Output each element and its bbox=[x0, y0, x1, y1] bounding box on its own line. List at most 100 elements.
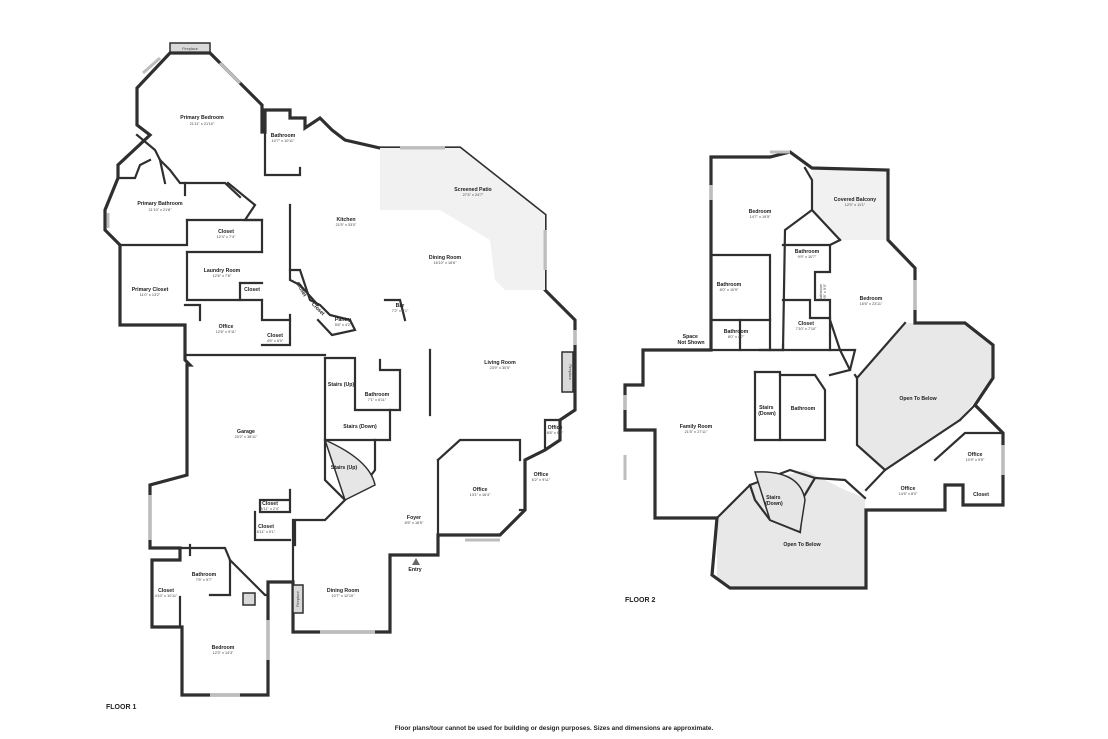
laundry-room-dim: 12'6" x 7'6" bbox=[213, 274, 232, 278]
floor-1-labels: Fireplace Primary Bedroom 21'11" x 21'10… bbox=[106, 47, 572, 711]
closet-7-dim: 7'10" x 7'10" bbox=[796, 327, 817, 331]
closet-1-label: Closet bbox=[218, 229, 234, 235]
space-not-shown-label: Space Not Shown bbox=[677, 334, 704, 346]
stairs-down-3-label: Stairs (Down) bbox=[765, 495, 783, 507]
floor-1-interior-walls bbox=[116, 130, 562, 629]
family-room-label: Family Room bbox=[680, 424, 713, 430]
screened-patio-dim: 27'4" x 24'7" bbox=[463, 193, 484, 197]
office-4-label: Office bbox=[473, 487, 488, 493]
bar-label: Bar bbox=[396, 303, 405, 309]
primary-closet-label: Primary Closet bbox=[132, 287, 169, 293]
office-6-dim: 14'5" x 8'0" bbox=[899, 492, 918, 496]
closet-6-label: Closet bbox=[158, 588, 174, 594]
covered-balcony-dim: 12'0" x 11'1" bbox=[845, 203, 866, 207]
fireplace-top-label: Fireplace bbox=[182, 47, 198, 51]
stairs-down-3-line-1: Stairs bbox=[766, 495, 781, 501]
pantry-dim: 5'6" x 4'2" bbox=[335, 323, 352, 327]
closet-3-label: Closet bbox=[267, 333, 283, 339]
foyer-dim: 8'5" x 16'5" bbox=[405, 521, 424, 525]
open-to-below-1-label: Open To Below bbox=[899, 396, 937, 402]
stairs-up-1-label: Stairs (Up) bbox=[328, 382, 355, 388]
bathroom-8-label: Bathroom bbox=[791, 406, 816, 412]
office-5-label: Office bbox=[968, 452, 983, 458]
floor-1-outer-wall bbox=[103, 51, 577, 697]
stairs-down-curve bbox=[753, 471, 806, 534]
office-6-label: Office bbox=[901, 486, 916, 492]
screened-patio-label: Screened Patio bbox=[454, 187, 491, 193]
entry-label: Entry bbox=[408, 567, 421, 573]
closet-8-label: Closet bbox=[973, 492, 989, 498]
primary-closet-dim: 11'0" x 13'2" bbox=[140, 293, 161, 297]
entry-arrow-icon bbox=[412, 558, 420, 565]
closet-5-label: Closet bbox=[258, 524, 274, 530]
bathroom-7-label: Bathroom bbox=[724, 329, 749, 335]
floor-1-title: FLOOR 1 bbox=[106, 704, 136, 711]
primary-bathroom-dim: 21'10" x 21'8" bbox=[149, 208, 173, 212]
dining-room-1-dim: 16'10" x 16'6" bbox=[434, 261, 458, 265]
kitchen-dim: 21'5" x 33'0" bbox=[336, 223, 357, 227]
kitchen-label: Kitchen bbox=[336, 217, 355, 223]
office-1-dim: 12'6" x 9'11" bbox=[216, 330, 237, 334]
bathroom-1-label: Bathroom bbox=[271, 133, 296, 139]
closet-6-dim: 4'10" x 10'11" bbox=[155, 594, 178, 598]
stairs-down-3-line-2: (Down) bbox=[765, 501, 783, 507]
bathroom-7-dim: 8'0" x 4'7" bbox=[728, 335, 745, 339]
bedroom-2-dim: 14'7" x 19'5" bbox=[750, 215, 771, 219]
living-room-dim: 23'9" x 30'5" bbox=[490, 366, 511, 370]
living-room-label: Living Room bbox=[484, 360, 516, 366]
closet-1-dim: 12'4" x 7'4" bbox=[217, 235, 236, 239]
open-to-below-2-label: Open To Below bbox=[783, 542, 821, 548]
fireplace-dr-shape bbox=[292, 584, 304, 614]
dining-room-2-dim: 10'7" x 12'10" bbox=[332, 594, 356, 598]
garage-label: Garage bbox=[237, 429, 255, 435]
bar-dim: 7'2" x 9'1" bbox=[392, 309, 409, 313]
open-to-below-1-area bbox=[857, 323, 993, 470]
office-3-label: Office bbox=[534, 472, 549, 478]
floor-1-plan bbox=[103, 42, 577, 697]
fireplace-dr-label: Fireplace bbox=[296, 591, 300, 607]
bathroom-6-label: Bathroom bbox=[819, 284, 823, 300]
floor-2-plan bbox=[623, 150, 1005, 590]
stairs-up-curve bbox=[323, 438, 376, 502]
column-shape bbox=[242, 592, 256, 606]
bathroom-5-label: Bathroom bbox=[717, 282, 742, 288]
bathroom-1-dim: 10'7" x 10'11" bbox=[272, 139, 295, 143]
closet-4-label: Closet bbox=[262, 501, 278, 507]
covered-balcony-area bbox=[812, 170, 888, 240]
foyer-label: Foyer bbox=[407, 515, 421, 521]
bathroom-3-label: Bathroom bbox=[192, 572, 217, 578]
bathroom-4-label: Bathroom bbox=[795, 249, 820, 255]
office-5-dim: 10'9" x 9'5" bbox=[966, 458, 985, 462]
fireplace-lr-label: Fireplace bbox=[568, 364, 572, 380]
stairs-down-2-line-2: (Down) bbox=[758, 411, 776, 417]
garage-dim: 20'2" x 38'11" bbox=[235, 435, 258, 439]
stairs-up-2-label: Stairs (Up) bbox=[331, 465, 358, 471]
closet-7-label: Closet bbox=[798, 321, 814, 327]
bathroom-4-dim: 9'9" x 10'7" bbox=[798, 255, 817, 259]
bedroom-3-dim: 15'6" x 23'11" bbox=[860, 302, 883, 306]
stairs-down-1-label: Stairs (Down) bbox=[343, 424, 377, 430]
laundry-room-label: Laundry Room bbox=[204, 268, 241, 274]
bedroom-2-label: Bedroom bbox=[749, 209, 772, 215]
bedroom-1-dim: 12'3" x 14'3" bbox=[213, 651, 234, 655]
patio-area bbox=[380, 148, 545, 290]
pantry-label: Pantry bbox=[335, 317, 351, 323]
space-not-shown-line-1: Space bbox=[683, 334, 698, 340]
stairs-down-2-label: Stairs (Down) bbox=[758, 405, 776, 417]
stairs-down-2-line-1: Stairs bbox=[759, 405, 774, 411]
bathroom-2-dim: 7'1" x 6'11" bbox=[368, 398, 387, 402]
office-1-label: Office bbox=[219, 324, 234, 330]
primary-bedroom-dim: 21'11" x 21'10" bbox=[190, 122, 215, 126]
bedroom-3-label: Bedroom bbox=[860, 296, 883, 302]
closet-5-dim: 6'11" x 5'1" bbox=[257, 530, 276, 534]
space-not-shown-line-2: Not Shown bbox=[677, 340, 704, 346]
family-room-dim: 21'5" x 27'11" bbox=[685, 430, 708, 434]
floor-2-title: FLOOR 2 bbox=[625, 597, 655, 604]
bathroom-6-dim: 2'8" x 9'0" bbox=[823, 283, 827, 300]
bedroom-1-label: Bedroom bbox=[212, 645, 235, 651]
floor-2-windows bbox=[623, 150, 1005, 480]
closet-3-dim: 4'6" x 6'0" bbox=[267, 339, 284, 343]
office-4-dim: 13'1" x 16'4" bbox=[470, 493, 491, 497]
dining-room-1-label: Dining Room bbox=[429, 255, 462, 261]
